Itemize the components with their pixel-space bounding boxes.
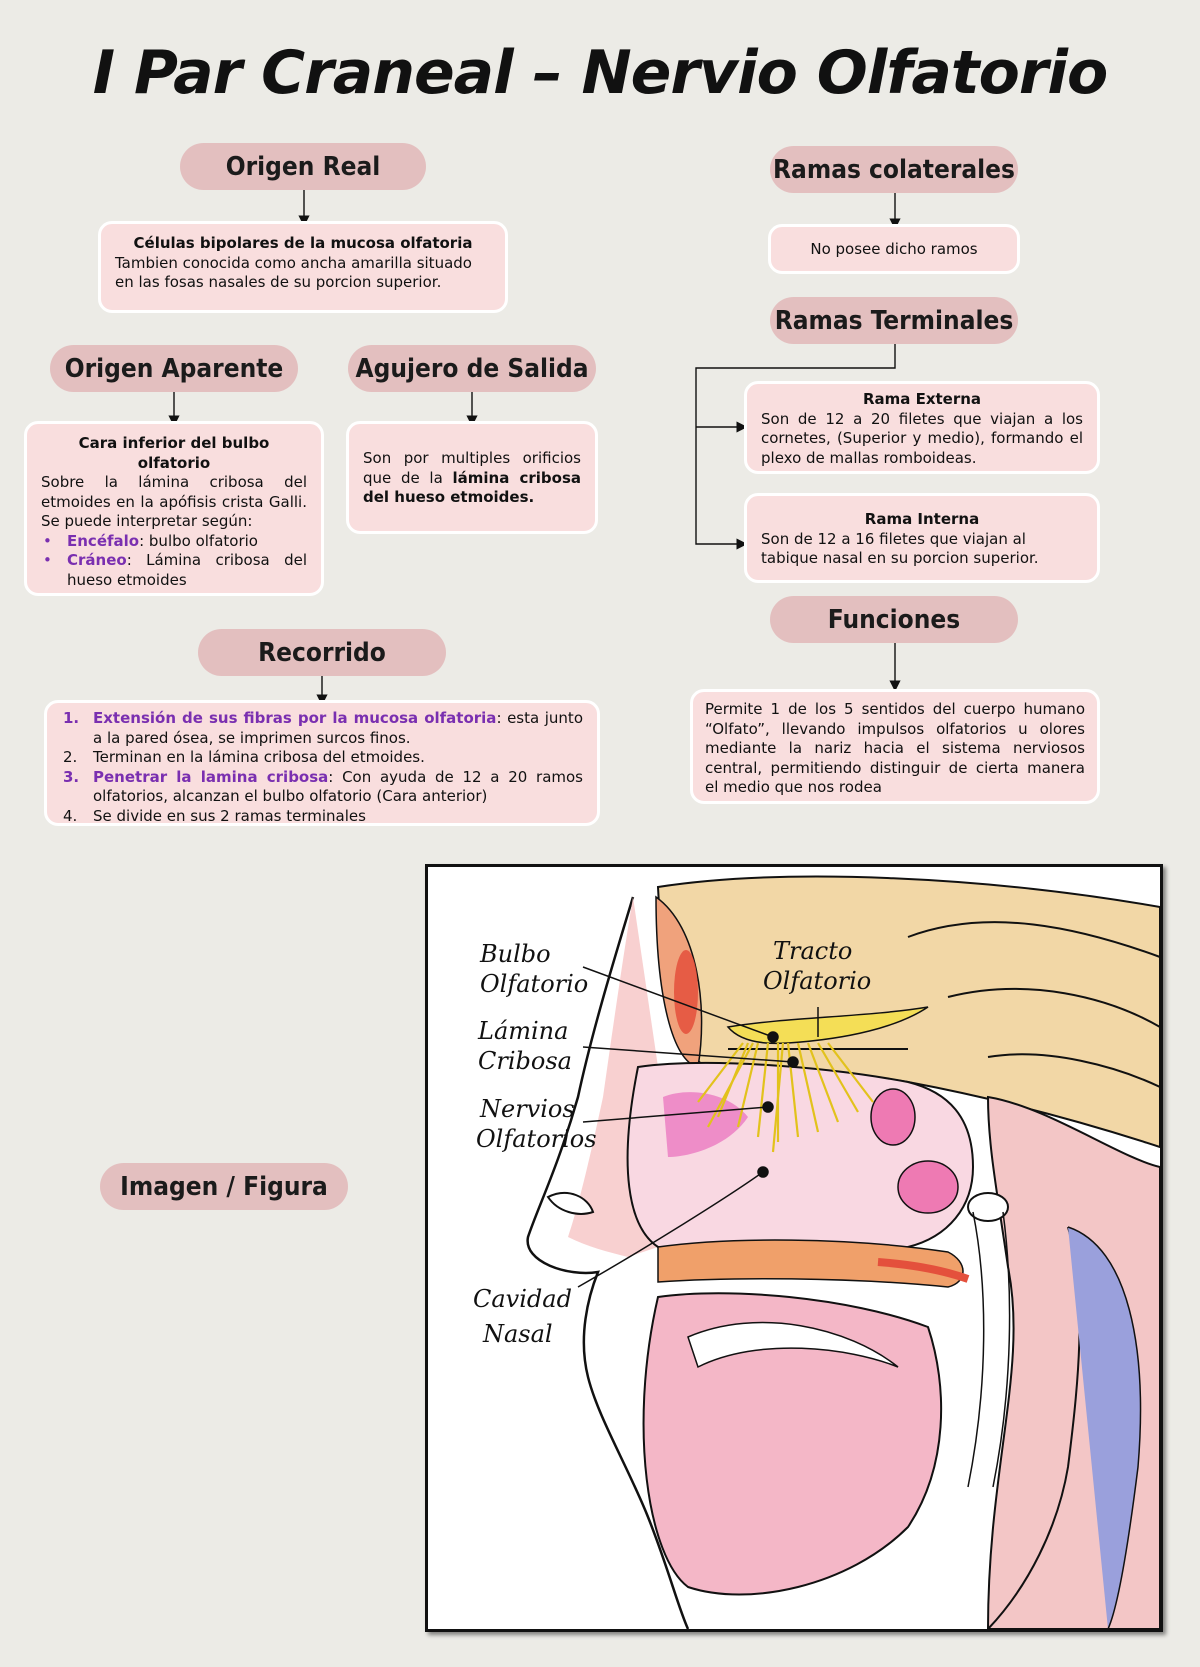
label-cavidad-1: Cavidad [473,1285,572,1313]
rama-externa-title: Rama Externa [862,390,982,408]
recorrido-list: 1.Extensión de sus fibras por la mucosa … [63,709,583,826]
origen-aparente-list: Encéfalo: bulbo olfatorio Cráneo: Lámina… [41,532,307,591]
list-item: Encéfalo: bulbo olfatorio [41,532,307,552]
imagen-heading: Imagen / Figura [100,1163,348,1210]
label-nervios-1: Nervios [479,1095,575,1123]
agujero-heading: Agujero de Salida [348,345,596,392]
ramas-colaterales-heading: Ramas colaterales [770,146,1018,193]
agujero-text: Son por multiples orificios que de la lá… [363,449,581,506]
label-bulbo-1: Bulbo [479,940,551,968]
origen-aparente-box: Cara inferior del bulbo olfatorio Sobre … [24,421,324,596]
list-item: 3.Penetrar la lamina cribosa: Con ayuda … [63,767,583,806]
agujero-box: Son por multiples orificios que de la lá… [346,421,598,534]
funciones-text: Permite 1 de los 5 sentidos del cuerpo h… [705,700,1085,796]
rama-externa-box: Rama Externa Son de 12 a 20 filetes que … [744,381,1100,474]
label-bulbo-2: Olfatorio [480,970,588,998]
label-tracto-2: Olfatorio [763,967,871,995]
rama-interna-text: Son de 12 a 16 filetes que viajan al tab… [761,529,1039,568]
anatomy-figure: Bulbo Olfatorio Tracto Olfatorio Lámina … [425,864,1163,1632]
origen-real-box: Células bipolares de la mucosa olfatoria… [98,221,508,313]
connector-arrows [168,190,901,706]
origen-aparente-text: Sobre la lámina cribosa del etmoides en … [41,473,307,530]
funciones-heading: Funciones [770,596,1018,643]
origen-real-bold: Células bipolares de la mucosa olfatoria [133,234,473,252]
page-title: I Par Craneal – Nervio Olfatorio [92,38,1108,108]
label-cavidad-2: Nasal [482,1320,553,1348]
funciones-box: Permite 1 de los 5 sentidos del cuerpo h… [690,689,1100,804]
rama-externa-text: Son de 12 a 20 filetes que viajan a los … [761,409,1083,467]
origen-real-text: Tambien conocida como ancha amarilla sit… [115,253,472,292]
list-item: 2.Terminan en la lámina cribosa del etmo… [63,748,425,766]
rama-interna-box: Rama Interna Son de 12 a 16 filetes que … [744,493,1100,583]
rama-interna-title: Rama Interna [864,510,980,528]
list-item: 4.Se divide en sus 2 ramas terminales [63,806,366,825]
nasal-cavity-illustration: Bulbo Olfatorio Tracto Olfatorio Lámina … [428,867,1160,1629]
recorrido-heading: Recorrido [198,629,446,676]
ramas-colaterales-box: No posee dicho ramos [768,224,1020,274]
origen-aparente-bold: Cara inferior del bulbo olfatorio [78,434,270,472]
label-tracto-1: Tracto [773,937,852,965]
list-item: 1.Extensión de sus fibras por la mucosa … [63,709,583,747]
list-item: Cráneo: Lámina cribosa del hueso etmoide… [41,551,307,590]
origen-aparente-heading: Origen Aparente [50,345,298,392]
label-lamina-1: Lámina [477,1017,568,1045]
ramas-terminales-heading: Ramas Terminales [770,297,1018,344]
label-lamina-2: Cribosa [478,1047,572,1075]
recorrido-box: 1.Extensión de sus fibras por la mucosa … [44,700,600,826]
origen-real-heading: Origen Real [180,143,426,190]
label-nervios-2: Olfatorios [476,1125,597,1153]
